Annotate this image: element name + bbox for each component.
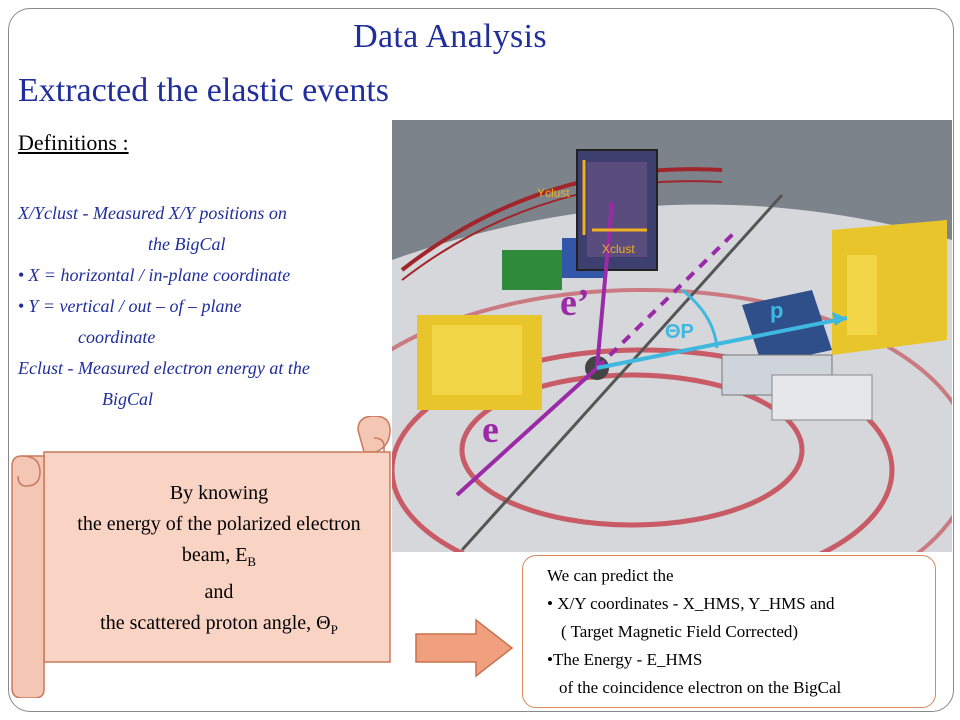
predict-line-1: We can predict the (547, 566, 674, 585)
prediction-box: We can predict the • X/Y coordinates - X… (522, 555, 936, 708)
definition-eclust-cont: BigCal (102, 389, 154, 409)
bullet-icon: • (18, 265, 25, 285)
proton-label: p (770, 298, 783, 323)
theta-p-label: ΘP (665, 321, 694, 343)
definition-x-text: X = horizontal / in-plane coordinate (28, 265, 291, 285)
definition-y: •Y = vertical / out – of – plane (18, 291, 398, 322)
callout-text: By knowing the energy of the polarized e… (44, 478, 394, 645)
callout-line-5-text: the scattered proton angle, Θ (100, 612, 331, 634)
callout-line-1: By knowing (169, 482, 269, 504)
callout-line-5: the scattered proton angle, ΘP (44, 608, 394, 645)
definition-y-text: Y = vertical / out – of – plane (28, 296, 242, 316)
definitions-heading: Definitions : (18, 130, 129, 155)
callout-line-2: the energy of the polarized electron (77, 513, 361, 535)
callout-line-3: beam, EB (44, 540, 394, 577)
predict-line-2: • X/Y coordinates - X_HMS, Y_HMS and (547, 594, 835, 613)
definition-xyclust-cont: the BigCal (148, 234, 226, 254)
beam-electron-label: e (482, 409, 499, 451)
definitions-list: X/Yclust - Measured X/Y positions on the… (18, 198, 398, 415)
predict-line-4: •The Energy - E_HMS (547, 650, 703, 669)
bullet-icon: • (18, 296, 25, 316)
slide-subtitle: Extracted the elastic events (18, 72, 389, 109)
yclust-label: Yclust (537, 186, 570, 200)
callout-line-4: and (204, 581, 234, 603)
callout-line-3-text: beam, E (181, 544, 248, 566)
callout-line-3-sub: B (247, 554, 257, 569)
callout-scroll (8, 416, 394, 698)
callout-line-5-sub: P (330, 622, 338, 637)
predict-line-3: ( Target Magnetic Field Corrected) (561, 622, 799, 641)
scattered-electron-label: e’ (560, 282, 590, 324)
xclust-label: Xclust (602, 242, 635, 256)
definition-xyclust: X/Yclust - Measured X/Y positions on (18, 203, 287, 223)
definition-eclust: Eclust - Measured electron energy at the (18, 358, 310, 378)
definition-y-cont: coordinate (78, 327, 156, 347)
experiment-hall-image: Yclust Xclust e’ e p ΘP (392, 120, 952, 552)
predict-line-5: of the coincidence electron on the BigCa… (559, 678, 842, 697)
arrow-right-icon (415, 618, 514, 678)
slide-title: Data Analysis (353, 18, 547, 55)
definition-x: •X = horizontal / in-plane coordinate (18, 260, 398, 291)
